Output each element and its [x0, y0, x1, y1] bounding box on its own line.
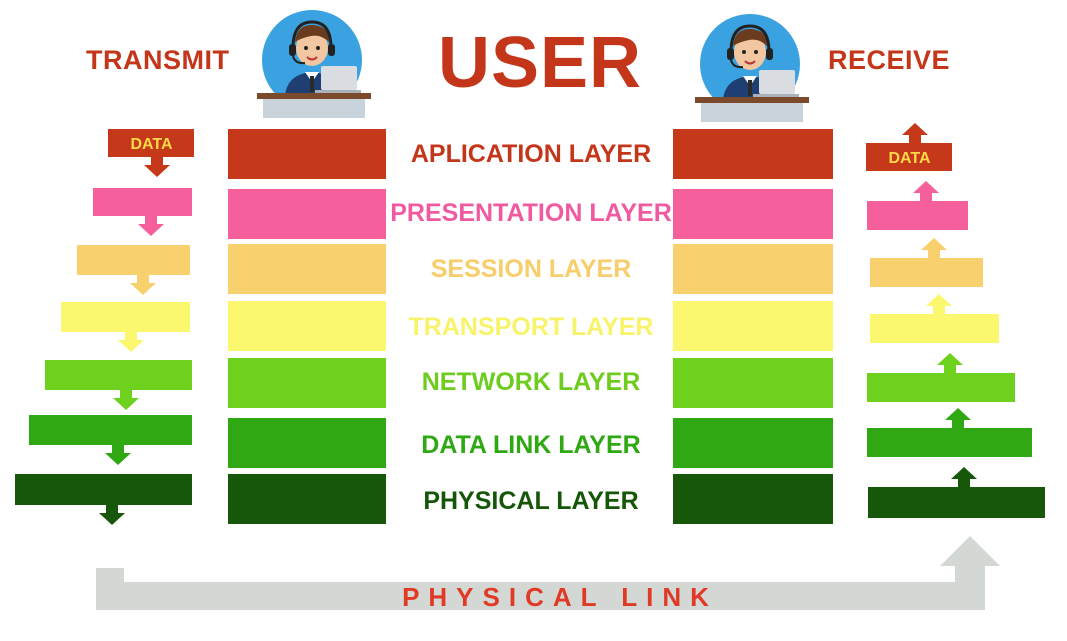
layer-label-transport: TRANSPORT LAYER [408, 313, 654, 341]
transmit-pyramid-bar [93, 188, 192, 216]
receive-user-icon [695, 14, 809, 122]
receive-pyramid-bar [870, 314, 999, 343]
receive-pyramid-bar [867, 373, 1015, 402]
transmit-pyramid-bar [61, 302, 190, 332]
transmit-pyramid-bar [15, 474, 192, 505]
transmit-layer-bar [228, 189, 386, 239]
transmit-data-label: DATA [130, 136, 173, 153]
transmit-pyramid-bar [45, 360, 192, 390]
up-arrow-icon [951, 467, 977, 487]
transmit-user-icon [257, 10, 371, 118]
up-arrow-icon [913, 181, 939, 201]
receive-layer-bar [673, 358, 833, 408]
receive-heading: RECEIVE [828, 45, 951, 75]
transmit-layer-bar [228, 358, 386, 408]
up-arrow-icon [921, 238, 947, 258]
down-arrow-icon [144, 157, 170, 177]
layer-label-physical: PHYSICAL LAYER [423, 487, 639, 515]
receive-pyramid-bar [870, 258, 983, 287]
receive-layer-bar [673, 301, 833, 351]
receive-layer-bar [673, 418, 833, 468]
down-arrow-icon [113, 390, 139, 410]
receive-pyramid-bar [867, 201, 968, 230]
transmit-pyramid-bar [29, 415, 192, 445]
transmit-heading: TRANSMIT [86, 45, 230, 75]
transmit-layer-bar [228, 474, 386, 524]
up-arrow-icon [937, 353, 963, 373]
receive-layer-bar [673, 474, 833, 524]
receive-pyramid-bar [866, 143, 952, 171]
down-arrow-icon [105, 445, 131, 465]
layer-label-session: SESSION LAYER [430, 255, 632, 283]
receive-pyramid-bar [867, 428, 1032, 457]
up-arrow-icon [945, 408, 971, 428]
physical-link-label: PHYSICAL LINK [402, 582, 718, 612]
layer-label-presentation: PRESENTATION LAYER [390, 199, 672, 227]
receive-data-label: DATA [888, 150, 931, 167]
receive-pyramid-bar [868, 487, 1045, 518]
down-arrow-icon [130, 275, 156, 295]
receive-layer-bar [673, 129, 833, 179]
transmit-pyramid-bar [108, 129, 194, 157]
user-title: USER [437, 23, 643, 103]
up-arrow-icon [902, 123, 928, 143]
transmit-layer-bar [228, 244, 386, 294]
down-arrow-icon [138, 216, 164, 236]
transmit-layer-bar [228, 301, 386, 351]
transmit-pyramid-bar [77, 245, 190, 275]
transmit-layer-bar [228, 129, 386, 179]
receive-layer-bar [673, 189, 833, 239]
layer-label-data-link: DATA LINK LAYER [421, 431, 641, 459]
up-arrow-icon [926, 294, 952, 314]
receive-layer-bar [673, 244, 833, 294]
layer-label-application: APLICATION LAYER [410, 140, 652, 168]
down-arrow-icon [99, 505, 125, 525]
layer-label-network: NETWORK LAYER [421, 368, 641, 396]
transmit-layer-bar [228, 418, 386, 468]
down-arrow-icon [118, 332, 144, 352]
